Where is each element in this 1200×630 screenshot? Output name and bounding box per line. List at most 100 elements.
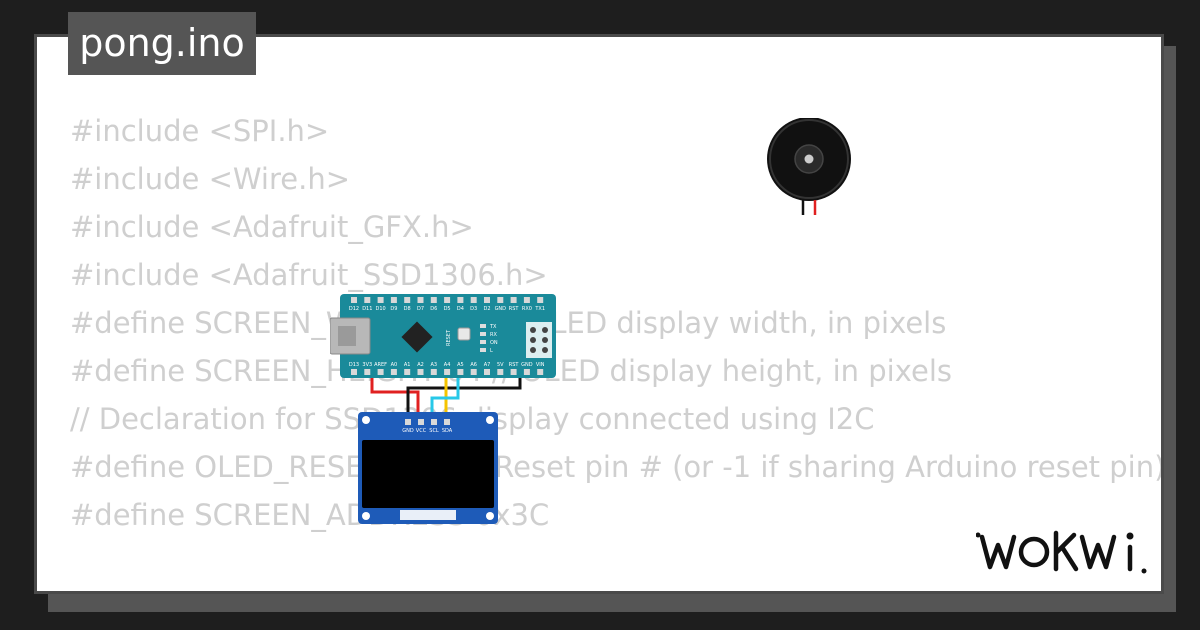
pin-hole[interactable] [377, 297, 384, 303]
pin-hole[interactable] [430, 369, 437, 375]
pin-hole[interactable] [537, 369, 544, 375]
pin-label: D9 [390, 306, 397, 312]
pin-label: GND [402, 428, 414, 434]
pin-hole[interactable] [404, 297, 411, 303]
pin-label: A3 [430, 362, 437, 368]
code-line: #define OLED_RESET -1 // Reset pin # (or… [70, 450, 1164, 484]
code-line: // Declaration for SSD1306 display conne… [70, 402, 875, 436]
pin-label: A1 [404, 362, 411, 368]
pin-label: D8 [404, 306, 411, 312]
pin-label: A5 [457, 362, 464, 368]
microcontroller-chip [401, 321, 433, 353]
pin-label: 3V3 [362, 362, 372, 368]
buzzer-component[interactable] [765, 118, 855, 218]
pin-hole[interactable] [364, 369, 371, 375]
pin-label: D3 [470, 306, 477, 312]
pin-label: VCC [416, 428, 427, 434]
pin-hole[interactable] [537, 297, 544, 303]
pin-hole[interactable] [405, 419, 411, 425]
pin-hole[interactable] [377, 369, 384, 375]
pin-hole[interactable] [404, 369, 411, 375]
pin-label: A4 [444, 362, 451, 368]
pin-label: A2 [417, 362, 424, 368]
pin-hole[interactable] [351, 369, 357, 375]
pin-hole[interactable] [470, 297, 477, 303]
icsp-header [526, 322, 552, 358]
led-label: TX [489, 324, 497, 330]
wire-vcc [370, 374, 420, 424]
pin-label: D13 [349, 362, 359, 368]
pin-hole[interactable] [457, 369, 464, 375]
pin-label: D5 [444, 306, 451, 312]
pin-label: D11 [362, 306, 372, 312]
filename-tag: pong.ino [68, 12, 256, 75]
pin-label: TX1 [534, 306, 545, 312]
pin-label: D7 [417, 306, 424, 312]
code-line: #define SCREEN_WIDTH 128 // OLED display… [70, 306, 947, 340]
pin-label: SDA [442, 428, 453, 434]
pin-hole[interactable] [431, 419, 437, 425]
pin-hole[interactable] [444, 369, 451, 375]
code-line: #include <Wire.h> [70, 162, 351, 196]
code-line: #include <SPI.h> [70, 114, 330, 148]
pin-hole[interactable] [444, 297, 451, 303]
pin-hole[interactable] [418, 419, 424, 425]
pin-hole[interactable] [510, 369, 517, 375]
nano-board [340, 294, 556, 378]
wokwi-logo[interactable] [976, 527, 1151, 575]
pin-hole[interactable] [390, 369, 397, 375]
pin-label: SCL [429, 428, 439, 434]
pin-hole[interactable] [417, 369, 424, 375]
pin-hole[interactable] [523, 297, 530, 303]
reset-button[interactable] [457, 327, 471, 341]
pin-label: GND [521, 362, 533, 368]
pin-label: VIN [536, 362, 545, 368]
pin-label: D4 [457, 306, 464, 312]
pin-hole[interactable] [430, 297, 437, 303]
pin-label: D2 [483, 306, 490, 312]
led-label: RX [490, 332, 497, 338]
pin-label: A7 [484, 362, 491, 368]
pin-hole[interactable] [457, 297, 464, 303]
pin-hole[interactable] [484, 369, 490, 375]
logo-letter [1053, 530, 1079, 572]
code-line: #include <Adafruit_SSD1306.h> [70, 258, 548, 292]
pin-hole[interactable] [497, 369, 504, 375]
pin-hole[interactable] [351, 297, 357, 303]
wire-scl [430, 374, 460, 424]
code-line: #include <Adafruit_GFX.h> [70, 210, 474, 244]
pin-label: RST [509, 362, 520, 368]
pin-label: D12 [349, 306, 359, 312]
pin-label: A6 [470, 362, 477, 368]
pin-hole[interactable] [523, 369, 530, 375]
code-preview: #include <SPI.h> #include <Wire.h> #includ… [70, 107, 1164, 539]
pin-label: 5V [497, 362, 504, 368]
pin-label: AREF [374, 362, 387, 368]
logo-letter [1079, 534, 1117, 570]
pin-hole[interactable] [497, 297, 504, 303]
pin-label: RST [509, 306, 520, 312]
pin-hole[interactable] [364, 297, 371, 303]
pin-hole[interactable] [470, 369, 477, 375]
code-line: #define SCREEN_HEIGHT 64 // OLED display… [70, 354, 952, 388]
led-label: L [490, 348, 493, 354]
pin-hole[interactable] [444, 419, 450, 425]
wire-gnd [406, 374, 522, 424]
pin-hole[interactable] [390, 297, 397, 303]
logo-letter [1018, 536, 1050, 568]
pin-label: A0 [391, 362, 398, 368]
pin-hole[interactable] [484, 297, 490, 303]
pin-label: D10 [375, 306, 385, 312]
reset-label: RESET [446, 329, 452, 346]
oled-screen [362, 440, 494, 508]
pin-hole[interactable] [510, 297, 517, 303]
pin-hole[interactable] [417, 297, 424, 303]
pin-label: GND [495, 306, 507, 312]
pin-label: RX0 [522, 306, 532, 312]
pin-label: D6 [430, 306, 437, 312]
